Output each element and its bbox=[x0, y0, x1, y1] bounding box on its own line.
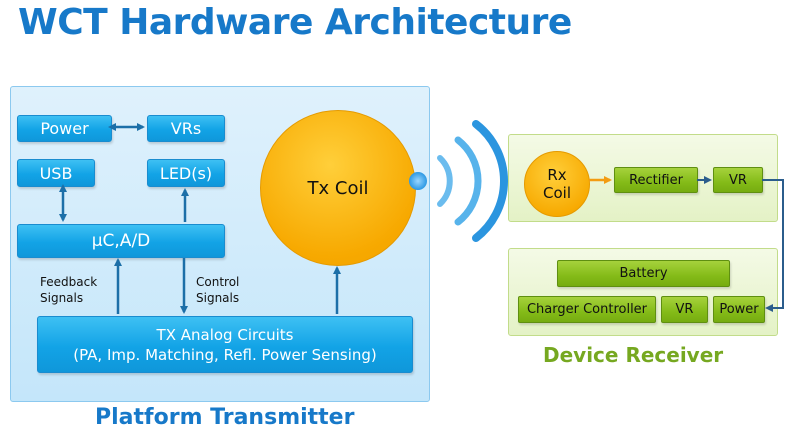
tx-analog-subtitle: (PA, Imp. Matching, Refl. Power Sensing) bbox=[73, 345, 377, 364]
wave-arc-1 bbox=[437, 155, 453, 207]
control-signals-label: Control Signals bbox=[196, 275, 240, 305]
vr-top-block: VR bbox=[713, 167, 763, 193]
vr-bottom-block: VR bbox=[661, 296, 708, 323]
feedback-signals-label: Feedback Signals bbox=[40, 275, 98, 305]
rx-coil: Rx Coil bbox=[524, 151, 590, 217]
device-receiver-label: Device Receiver bbox=[543, 343, 724, 367]
tx-analog-title: TX Analog Circuits bbox=[156, 325, 294, 344]
power-block: Power bbox=[17, 115, 112, 142]
microcontroller-block: µC,A/D bbox=[17, 224, 225, 258]
wave-arc-2 bbox=[454, 136, 482, 226]
wave-source-dot bbox=[409, 172, 427, 190]
platform-transmitter-label: Platform Transmitter bbox=[95, 405, 355, 430]
power-out-block: Power bbox=[713, 296, 765, 323]
vr-power-connector bbox=[762, 179, 784, 312]
rectifier-block: Rectifier bbox=[614, 167, 698, 193]
wave-arc-3 bbox=[472, 120, 508, 242]
usb-block: USB bbox=[17, 159, 95, 187]
page-title: WCT Hardware Architecture bbox=[18, 2, 572, 43]
tx-analog-circuits-block: TX Analog Circuits (PA, Imp. Matching, R… bbox=[37, 316, 413, 373]
charger-controller-block: Charger Controller bbox=[518, 296, 656, 323]
leds-block: LED(s) bbox=[147, 159, 225, 187]
tx-coil: Tx Coil bbox=[260, 110, 416, 266]
battery-block: Battery bbox=[557, 260, 730, 287]
vrs-block: VRs bbox=[147, 115, 225, 142]
